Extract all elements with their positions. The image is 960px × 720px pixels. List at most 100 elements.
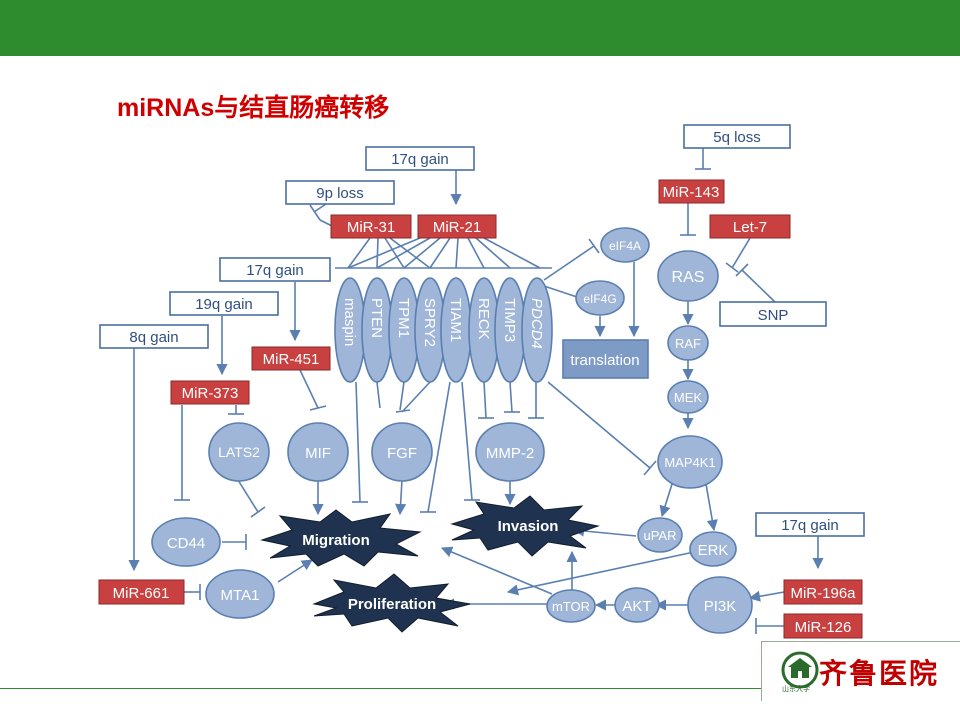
event-9p-loss: 9p loss <box>285 180 395 205</box>
svg-text:17q gain: 17q gain <box>781 517 839 534</box>
node-mmp-2: MMP-2 <box>475 422 545 482</box>
mirna-mir-661: MiR-661 <box>98 579 185 605</box>
svg-text:mTOR: mTOR <box>552 599 590 614</box>
target-genes: maspin PTEN TPM1 SPRY2 TIAM1 RECK TIMP3 <box>334 277 553 383</box>
svg-text:MIF: MIF <box>305 445 331 462</box>
svg-text:Let-7: Let-7 <box>733 219 767 236</box>
connection-lines <box>128 148 824 634</box>
gene-pten: PTEN <box>361 277 393 383</box>
svg-text:SPRY2: SPRY2 <box>421 298 438 347</box>
mirna-mir-126: MiR-126 <box>783 613 863 639</box>
mirna-mir-31: MiR-31 <box>330 214 412 239</box>
svg-text:Proliferation: Proliferation <box>348 596 436 613</box>
svg-text:MiR-373: MiR-373 <box>182 385 239 402</box>
svg-text:MiR-21: MiR-21 <box>433 219 481 236</box>
event-17q-gain-top: 17q gain <box>365 146 475 171</box>
svg-text:PTEN: PTEN <box>368 298 385 338</box>
event-17q-gain-right: 17q gain <box>755 512 865 537</box>
outcome-migration: Migration <box>260 509 422 567</box>
mirna-mir-143: MiR-143 <box>658 179 725 204</box>
svg-text:Invasion: Invasion <box>498 518 559 535</box>
mirna-mir-21: MiR-21 <box>417 214 497 239</box>
gene-spry2: SPRY2 <box>414 277 446 383</box>
node-eif4a: eIF4A <box>600 227 650 263</box>
svg-text:9p loss: 9p loss <box>316 185 364 202</box>
svg-text:MEK: MEK <box>674 390 703 405</box>
mirna-mir-373: MiR-373 <box>170 380 250 405</box>
svg-text:eIF4A: eIF4A <box>609 239 641 253</box>
svg-text:translation: translation <box>570 352 639 369</box>
svg-text:RAF: RAF <box>675 336 701 351</box>
node-erk: ERK <box>689 531 737 567</box>
mirna-mir-196a: MiR-196a <box>783 579 863 605</box>
event-17q-gain-left: 17q gain <box>219 257 331 282</box>
node-mta1: MTA1 <box>205 569 275 619</box>
svg-text:maspin: maspin <box>341 298 358 346</box>
svg-text:17q gain: 17q gain <box>246 262 304 279</box>
outcome-bursts: Migration Invasion Proliferation <box>260 495 600 633</box>
svg-text:8q gain: 8q gain <box>129 329 178 346</box>
svg-text:AKT: AKT <box>622 598 651 615</box>
bottom-green-line <box>0 688 762 689</box>
svg-text:MiR-451: MiR-451 <box>263 351 320 368</box>
svg-text:RECK: RECK <box>475 298 492 340</box>
genomic-event-boxes: 5q loss 17q gain 9p loss 17q gain 19q ga… <box>99 124 865 537</box>
node-mek: MEK <box>667 380 709 414</box>
svg-text:PI3K: PI3K <box>704 598 737 615</box>
svg-text:17q gain: 17q gain <box>391 151 449 168</box>
node-pi3k: PI3K <box>687 576 753 634</box>
gene-pdcd4: PDCD4 <box>521 277 553 383</box>
gene-timp3: TIMP3 <box>494 277 526 383</box>
event-8q-gain: 8q gain <box>99 324 209 349</box>
outcome-proliferation: Proliferation <box>312 573 471 633</box>
outcome-invasion: Invasion <box>450 495 600 557</box>
svg-text:LATS2: LATS2 <box>218 444 260 460</box>
node-mtor: mTOR <box>546 589 596 623</box>
node-mif: MIF <box>287 422 349 482</box>
svg-text:FGF: FGF <box>387 445 417 462</box>
node-cd44: CD44 <box>151 517 221 567</box>
gene-tpm1: TPM1 <box>388 277 420 383</box>
svg-text:PDCD4: PDCD4 <box>528 298 545 349</box>
node-fgf: FGF <box>371 422 433 482</box>
node-upar: uPAR <box>637 517 683 553</box>
event-snp: SNP <box>719 301 827 327</box>
event-5q-loss: 5q loss <box>683 124 791 149</box>
svg-text:SNP: SNP <box>758 307 789 324</box>
university-emblem-icon <box>781 651 819 689</box>
node-translation: translation <box>562 339 649 379</box>
hospital-logo-box <box>761 641 960 701</box>
node-map4k1: MAP4K1 <box>657 435 723 489</box>
svg-text:MiR-143: MiR-143 <box>663 184 720 201</box>
svg-text:uPAR: uPAR <box>644 528 677 543</box>
node-lats2: LATS2 <box>208 422 270 482</box>
gene-maspin: maspin <box>334 277 366 383</box>
event-19q-gain: 19q gain <box>169 291 279 316</box>
svg-text:MiR-661: MiR-661 <box>113 585 170 602</box>
slide-title: miRNAs与结直肠癌转移 <box>117 94 390 122</box>
svg-text:TIMP3: TIMP3 <box>501 298 518 342</box>
node-eif4g: eIF4G <box>575 280 625 316</box>
svg-text:5q loss: 5q loss <box>713 129 761 146</box>
top-green-bar <box>0 0 960 56</box>
svg-text:ERK: ERK <box>698 542 729 559</box>
mirna-let-7: Let-7 <box>709 214 791 239</box>
svg-text:RAS: RAS <box>672 269 705 286</box>
svg-text:MiR-196a: MiR-196a <box>790 585 856 602</box>
svg-text:Migration: Migration <box>302 532 370 549</box>
svg-text:MiR-126: MiR-126 <box>795 619 852 636</box>
svg-text:TIAM1: TIAM1 <box>447 298 464 342</box>
hospital-logo-text: 齐鲁医院 <box>819 657 940 690</box>
svg-text:MTA1: MTA1 <box>221 587 260 604</box>
university-name: 山东大学 <box>782 685 810 693</box>
svg-text:CD44: CD44 <box>167 535 205 552</box>
node-raf: RAF <box>667 325 709 361</box>
svg-text:19q gain: 19q gain <box>195 296 253 313</box>
mirna-boxes: MiR-143 Let-7 MiR-31 MiR-21 MiR-451 MiR-… <box>98 179 863 639</box>
node-ras: RAS <box>657 250 719 302</box>
svg-text:eIF4G: eIF4G <box>583 292 616 306</box>
mirna-mir-451: MiR-451 <box>251 346 331 371</box>
svg-text:MiR-31: MiR-31 <box>347 219 395 236</box>
svg-text:MMP-2: MMP-2 <box>486 445 534 462</box>
